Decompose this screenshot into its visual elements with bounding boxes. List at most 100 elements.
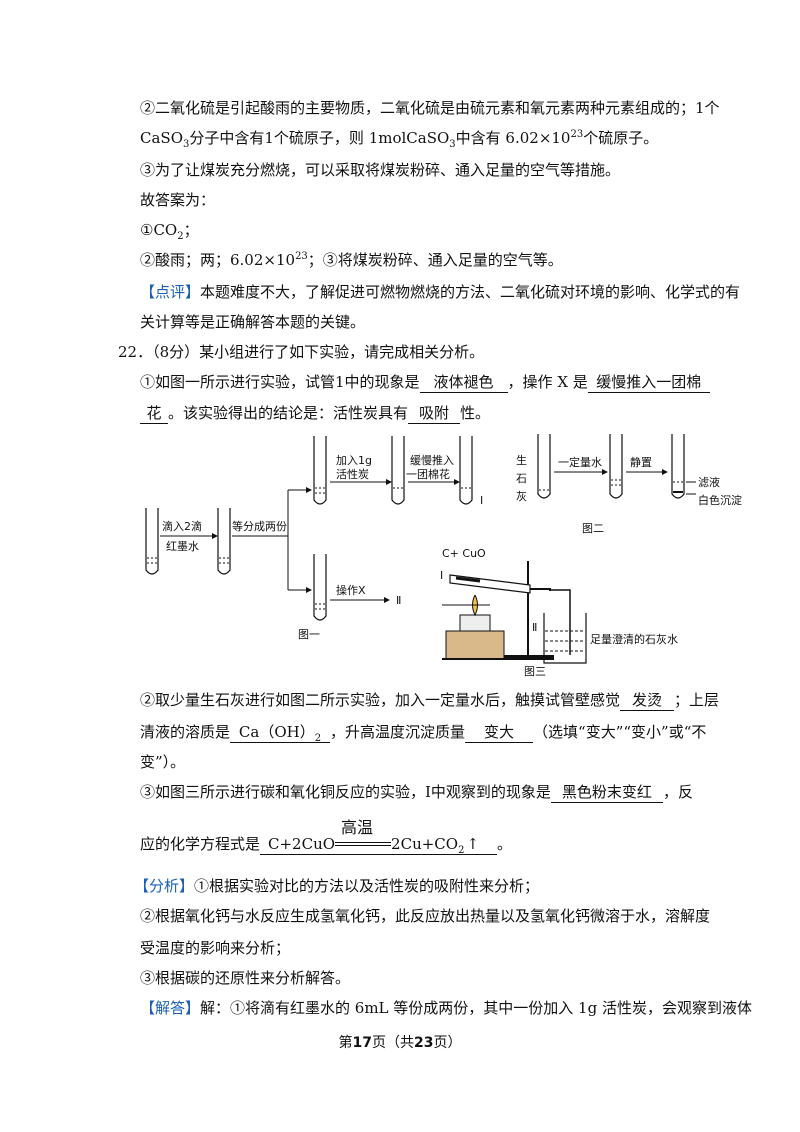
text-line: 故答案为： xyxy=(140,191,216,209)
text-line: 【解答】解：①将滴有红墨水的 6mL 等份成两份，其中一份加入 1g 活性炭，会… xyxy=(140,998,752,1018)
comment-tag: 【点评】 xyxy=(140,283,201,301)
text-segment: CaSO xyxy=(140,129,183,147)
text-segment: Ca（OH） xyxy=(238,723,315,741)
beaker-label-ii: Ⅱ xyxy=(532,621,537,634)
limewater-label: 足量澄清的石灰水 xyxy=(590,632,678,646)
stand-base xyxy=(504,655,554,660)
figure-caption: 图三 xyxy=(524,665,546,678)
text-line: 【点评】本题难度不大，了解促进可燃物燃烧的方法、二氧化硫对环境的影响、化学式的有 xyxy=(140,282,740,302)
step-label: 缓慢推入 xyxy=(410,453,454,467)
step-label: 红墨水 xyxy=(166,540,199,553)
text-segment: 清液的溶质是 xyxy=(140,723,231,741)
text-line: ①CO2； xyxy=(140,220,199,242)
superscript: 23 xyxy=(295,251,308,262)
text-segment: ③如图三所示进行碳和氧化铜反应的实验，Ⅰ中观察到的现象是 xyxy=(140,783,551,801)
step-label: 一团棉花 xyxy=(406,467,450,481)
text-segment: 个硫原子。 xyxy=(583,129,659,147)
answer-blank: Ca（OH）2 xyxy=(230,722,331,744)
answer-tag: 【解答】 xyxy=(140,999,201,1017)
text-line: ②二氧化硫是引起酸雨的主要物质，二氧化硫是由硫元素和氧元素两种元素组成的；1个 xyxy=(140,99,720,117)
reagent-label: C+ CuO xyxy=(442,547,486,560)
text-line: ①如图一所示进行实验，试管1中的现象是液体褪色，操作 X 是缓慢推入一团棉 xyxy=(140,372,710,393)
text-segment: 。该实验得出的结论是：活性炭具有 xyxy=(168,404,409,422)
label-char: 生 xyxy=(516,453,527,467)
page-number: 17 xyxy=(352,1035,372,1051)
alcohol-lamp xyxy=(442,594,510,660)
subscript: 3 xyxy=(449,139,456,150)
text-segment: ；上层 xyxy=(674,691,720,709)
text-segment: 中含有 6.02×10 xyxy=(455,129,571,147)
footer-text: 第 xyxy=(338,1035,353,1051)
text-line: CaSO3分子中含有1个硫原子，则 1molCaSO3中含有 6.02×1023… xyxy=(140,128,659,150)
footer-text: 页） xyxy=(433,1035,462,1051)
test-tube xyxy=(609,434,623,499)
text-segment: 本题难度不大，了解促进可燃物燃烧的方法、二氧化硫对环境的影响、化学式的有 xyxy=(200,283,741,301)
answer-blank: 发烫 xyxy=(620,690,675,711)
footer-text: 页（共 xyxy=(372,1035,414,1051)
beaker xyxy=(543,613,587,664)
step-label: 活性炭 xyxy=(336,467,369,481)
text-line: 变”）。 xyxy=(140,753,186,771)
question-title: 22．（8分）某小组进行了如下实验，请完成相关分析。 xyxy=(118,343,485,361)
text-segment: 解：①将滴有红墨水的 6mL 等份成两份，其中一份加入 1g 活性炭，会观察到液… xyxy=(200,999,752,1017)
label-char: 灰 xyxy=(516,489,527,503)
equation-left: C+2CuO xyxy=(268,835,336,853)
text-line: 【分析】①根据实验对比的方法以及活性炭的吸附性来分析； xyxy=(134,876,539,896)
equation-condition: 高温 xyxy=(335,818,392,854)
text-line: ②根据氧化钙与水反应生成氢氧化钙，此反应放出热量以及氢氧化钙微溶于水，溶解度 xyxy=(140,907,711,925)
text-segment: （选填“变大”“变小”或“不 xyxy=(533,723,707,741)
subscript: 2 xyxy=(314,733,322,744)
step-label: 静置 xyxy=(630,455,652,469)
answer-blank: 吸附 xyxy=(408,403,461,424)
subscript: 2 xyxy=(458,845,465,856)
text-segment: 分子中含有1个硫原子，则 1molCaSO xyxy=(189,129,450,147)
figure-one-diagram: 滴入2滴 红墨水 等分成两份 加入1g 活性炭 缓慢推入 一团棉花 Ⅰ 操作 xyxy=(145,436,483,641)
text-segment: ，操作 X 是 xyxy=(507,373,588,391)
figure-caption: 图一 xyxy=(298,628,320,641)
test-tube xyxy=(217,508,231,575)
text-segment: ①CO xyxy=(140,221,178,239)
filtrate-label: 滤液 xyxy=(698,475,720,489)
equation-line-bottom xyxy=(335,845,392,846)
analysis-tag: 【分析】 xyxy=(134,877,195,895)
gas-arrow: ↑ xyxy=(466,835,480,853)
test-tube xyxy=(459,436,473,505)
text-line: ②酸雨；两；6.02×1023；③将煤炭粉碎、通入足量的空气等。 xyxy=(140,250,563,270)
answer-blank: 黑色粉末变红 xyxy=(550,782,663,803)
tube-label-ii: Ⅱ xyxy=(396,594,401,607)
test-tube xyxy=(313,554,327,621)
test-tube xyxy=(671,434,685,499)
step-label: 加入1g xyxy=(336,454,372,467)
test-tube xyxy=(391,436,405,505)
text-line: ③如图三所示进行碳和氧化铜反应的实验，Ⅰ中观察到的现象是黑色粉末变红，反 xyxy=(140,782,693,803)
test-tube xyxy=(145,508,159,575)
text-segment: ②酸雨；两；6.02×10 xyxy=(140,251,296,269)
subscript: 3 xyxy=(183,139,190,150)
figure-two-diagram: 生 石 灰 一定量水 静置 滤液 白色沉淀 图二 xyxy=(516,434,742,535)
label-char: 石 xyxy=(516,472,527,485)
tube-label-i: Ⅰ xyxy=(480,494,483,507)
text-line: ③根据碳的还原性来分析解答。 xyxy=(140,969,351,987)
subscript: 2 xyxy=(177,231,184,242)
text-segment: ；③将煤炭粉碎、通入足量的空气等。 xyxy=(307,251,563,269)
answer-blank: 缓慢推入一团棉 xyxy=(587,372,710,393)
test-tube xyxy=(537,434,551,499)
text-segment: ①根据实验对比的方法以及活性炭的吸附性来分析； xyxy=(194,877,540,895)
text-segment: 性。 xyxy=(460,404,491,422)
page-footer: 第17页（共23页） xyxy=(0,1032,800,1052)
condition-text: 高温 xyxy=(341,818,374,837)
text-segment: 应的化学方程式是 xyxy=(140,835,261,853)
answer-blank: 变大 xyxy=(465,722,534,743)
equation-line-top xyxy=(335,842,392,843)
text-segment: ，反 xyxy=(662,783,693,801)
text-line: 花。该实验得出的结论是：活性炭具有吸附性。 xyxy=(140,403,490,424)
text-segment: ； xyxy=(183,221,199,239)
reaction-tube xyxy=(449,574,551,594)
superscript: 23 xyxy=(570,129,584,140)
tube-label-i: Ⅰ xyxy=(440,569,443,582)
figure-caption: 图二 xyxy=(582,522,604,535)
text-line: 关计算等是正确解答本题的关键。 xyxy=(140,313,366,331)
